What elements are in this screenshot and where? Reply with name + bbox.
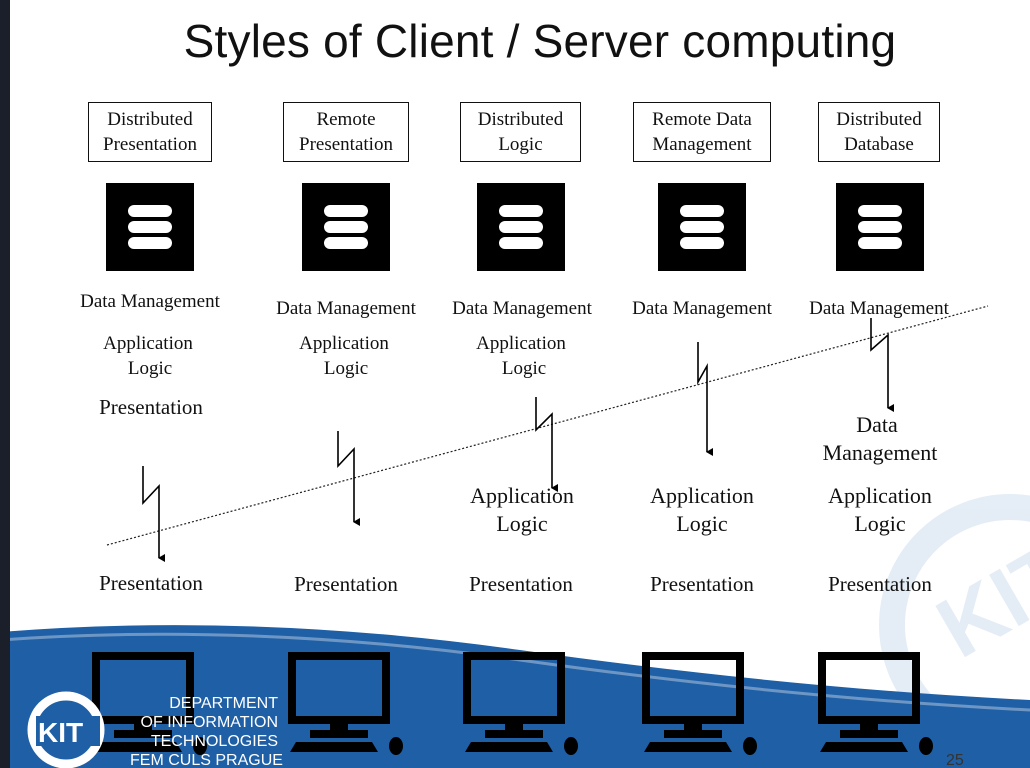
client-label-presentation: Presentation [650, 572, 754, 596]
client-label-data: Data [856, 412, 898, 437]
client-label-logic: Logic [676, 511, 728, 536]
department-name: DEPARTMENT OF INFORMATION TECHNOLOGIES F… [130, 694, 283, 768]
server-label-logic: Logic [323, 358, 369, 379]
server-label-application: Application [103, 333, 193, 354]
client-label-application: Application [470, 483, 574, 508]
server-label-presentation: Presentation [99, 395, 203, 419]
client-label-presentation: Presentation [99, 571, 203, 595]
server-label-application: Application [476, 333, 566, 354]
desktop-computer-icon [463, 652, 578, 755]
server-label-application: Application [299, 333, 389, 354]
style-box-line: Distributed [477, 109, 564, 130]
style-box-line: Distributed [107, 109, 193, 130]
kit-logo-text: KIT [38, 717, 83, 748]
database-icon [658, 183, 746, 271]
style-box-line: Remote Data [652, 109, 752, 130]
desktop-computer-icon [642, 652, 757, 755]
client-label-management: Management [822, 440, 938, 465]
desktop-computer-icon [288, 652, 403, 755]
database-icon [477, 183, 565, 271]
server-label-data-management: Data Management [632, 298, 772, 319]
style-box-line: Logic [498, 134, 543, 155]
brand-band [0, 625, 1030, 768]
server-label-data-management: Data Management [276, 298, 416, 319]
server-label-data-management: Data Management [452, 298, 592, 319]
style-box-line: Management [652, 134, 752, 155]
department-line: OF INFORMATION [140, 714, 278, 731]
style-box-line: Remote [316, 109, 376, 130]
client-label-application: Application [650, 483, 754, 508]
server-label-logic: Logic [127, 358, 173, 379]
network-link-icon [142, 318, 894, 562]
style-box-line: Presentation [103, 134, 197, 155]
desktop-computer-icon [92, 652, 207, 755]
left-edge-bar [0, 0, 10, 768]
slide-title: Styles of Client / Server computing [183, 15, 897, 67]
network-boundary-line [106, 305, 989, 546]
kit-logo: KIT [27, 691, 105, 768]
department-line: DEPARTMENT [169, 695, 278, 712]
server-label-data-management: Data Management [809, 298, 949, 319]
server-label-logic: Logic [501, 358, 547, 379]
client-label-presentation: Presentation [294, 572, 398, 596]
database-icon [106, 183, 194, 271]
desktop-computer-icon [818, 652, 933, 755]
style-box-line: Distributed [836, 109, 922, 130]
style-box-line: Database [844, 134, 914, 155]
department-line: TECHNOLOGIES [150, 733, 278, 750]
client-label-application: Application [828, 483, 932, 508]
database-icon [302, 183, 390, 271]
client-label-logic: Logic [496, 511, 548, 536]
server-label-data-management: Data Management [80, 291, 220, 312]
client-label-presentation: Presentation [469, 572, 573, 596]
style-box-line: Presentation [299, 134, 393, 155]
database-icon [836, 183, 924, 271]
client-label-presentation: Presentation [828, 572, 932, 596]
department-line: FEM CULS PRAGUE [130, 752, 283, 768]
page-number: 25 [946, 752, 964, 768]
client-label-logic: Logic [854, 511, 906, 536]
